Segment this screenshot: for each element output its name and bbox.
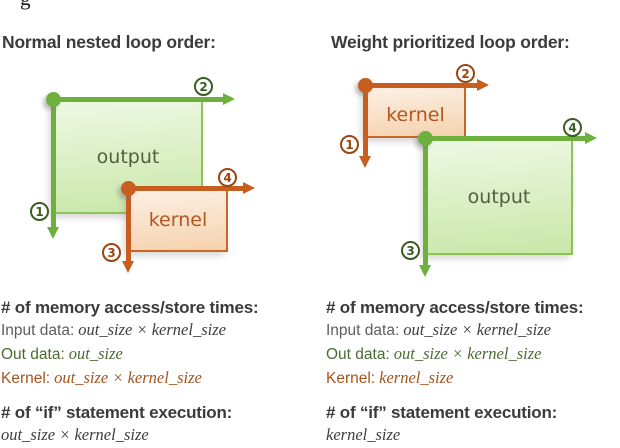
right-if-heading: # of “if” statement execution: xyxy=(326,403,558,422)
right-step-1-badge: 1 xyxy=(340,135,359,154)
right-input-value: out_size × kernel_size xyxy=(403,320,551,339)
left-if-heading: # of “if” statement execution: xyxy=(1,403,233,422)
left-step-4-badge: 4 xyxy=(218,168,237,187)
right-orange-y-axis-line xyxy=(363,85,368,156)
left-green-y-arrowhead-icon xyxy=(47,227,59,239)
right-step-4-badge: 4 xyxy=(563,118,582,137)
left-memory-row-input: Input data:out_size × kernel_size xyxy=(1,318,301,342)
cropped-caption-text: g xyxy=(20,0,31,11)
left-green-x-arrowhead-icon xyxy=(223,93,235,105)
left-memory-heading: # of memory access/store times: xyxy=(1,298,259,317)
right-out-label: Out data: xyxy=(326,346,390,363)
right-memory-row-out: Out data:out_size × kernel_size xyxy=(326,342,620,366)
left-memory-row-out: Out data:out_size xyxy=(1,342,301,366)
right-green-y-arrowhead-icon xyxy=(419,265,431,277)
left-green-y-axis-line xyxy=(51,99,56,227)
right-orange-origin-dot xyxy=(358,78,373,93)
right-green-y-axis-line xyxy=(423,138,428,265)
left-input-value: out_size × kernel_size xyxy=(78,320,226,339)
left-step-1-badge: 1 xyxy=(30,202,49,221)
right-orange-x-axis-line xyxy=(365,83,477,88)
left-out-value: out_size xyxy=(68,344,123,363)
left-step-2-badge: 2 xyxy=(194,77,213,96)
right-kernel-rectangle xyxy=(365,85,466,138)
right-output-label: output xyxy=(467,186,531,208)
right-orange-y-arrowhead-icon xyxy=(359,156,371,168)
right-stats-block: # of memory access/store times: Input da… xyxy=(326,298,620,447)
right-green-x-arrowhead-icon xyxy=(585,132,597,144)
left-kernel-row-value: out_size × kernel_size xyxy=(54,368,202,387)
left-out-label: Out data: xyxy=(1,346,65,363)
right-memory-row-kernel: Kernel:kernel_size xyxy=(326,366,620,390)
right-memory-row-input: Input data:out_size × kernel_size xyxy=(326,318,620,342)
right-green-x-axis-line xyxy=(425,136,585,141)
left-orange-x-arrowhead-icon xyxy=(243,182,255,194)
right-step-2-badge: 2 xyxy=(456,64,475,83)
right-if-value: kernel_size xyxy=(326,425,401,444)
right-out-value: out_size × kernel_size xyxy=(393,344,542,363)
right-input-label: Input data: xyxy=(326,322,400,339)
right-if-row: kernel_size xyxy=(326,423,620,447)
right-kernel-row-value: kernel_size xyxy=(379,368,454,387)
left-orange-origin-dot xyxy=(121,181,136,196)
left-if-row: out_size × kernel_size xyxy=(1,423,301,447)
left-output-label: output xyxy=(96,146,160,168)
left-orange-y-arrowhead-icon xyxy=(122,261,134,273)
left-if-value: out_size × kernel_size xyxy=(1,425,149,444)
right-memory-heading: # of memory access/store times: xyxy=(326,298,584,317)
left-panel-heading: Normal nested loop order: xyxy=(2,32,216,52)
left-green-x-axis-line xyxy=(53,97,223,102)
left-orange-x-axis-line xyxy=(128,186,243,191)
right-green-origin-dot xyxy=(418,131,433,146)
left-step-3-badge: 3 xyxy=(102,243,121,262)
right-step-3-badge: 3 xyxy=(401,241,420,260)
left-orange-y-axis-line xyxy=(126,188,131,261)
right-orange-x-arrowhead-icon xyxy=(477,79,489,91)
left-stats-block: # of memory access/store times: Input da… xyxy=(1,298,301,447)
right-kernel-row-label: Kernel: xyxy=(326,370,376,387)
left-green-origin-dot xyxy=(46,92,61,107)
left-kernel-label: kernel xyxy=(148,209,208,231)
left-kernel-row-label: Kernel: xyxy=(1,370,51,387)
right-kernel-label: kernel xyxy=(386,104,445,126)
left-input-label: Input data: xyxy=(1,322,75,339)
left-memory-row-kernel: Kernel:out_size × kernel_size xyxy=(1,366,301,390)
right-panel-heading: Weight prioritized loop order: xyxy=(331,32,570,52)
